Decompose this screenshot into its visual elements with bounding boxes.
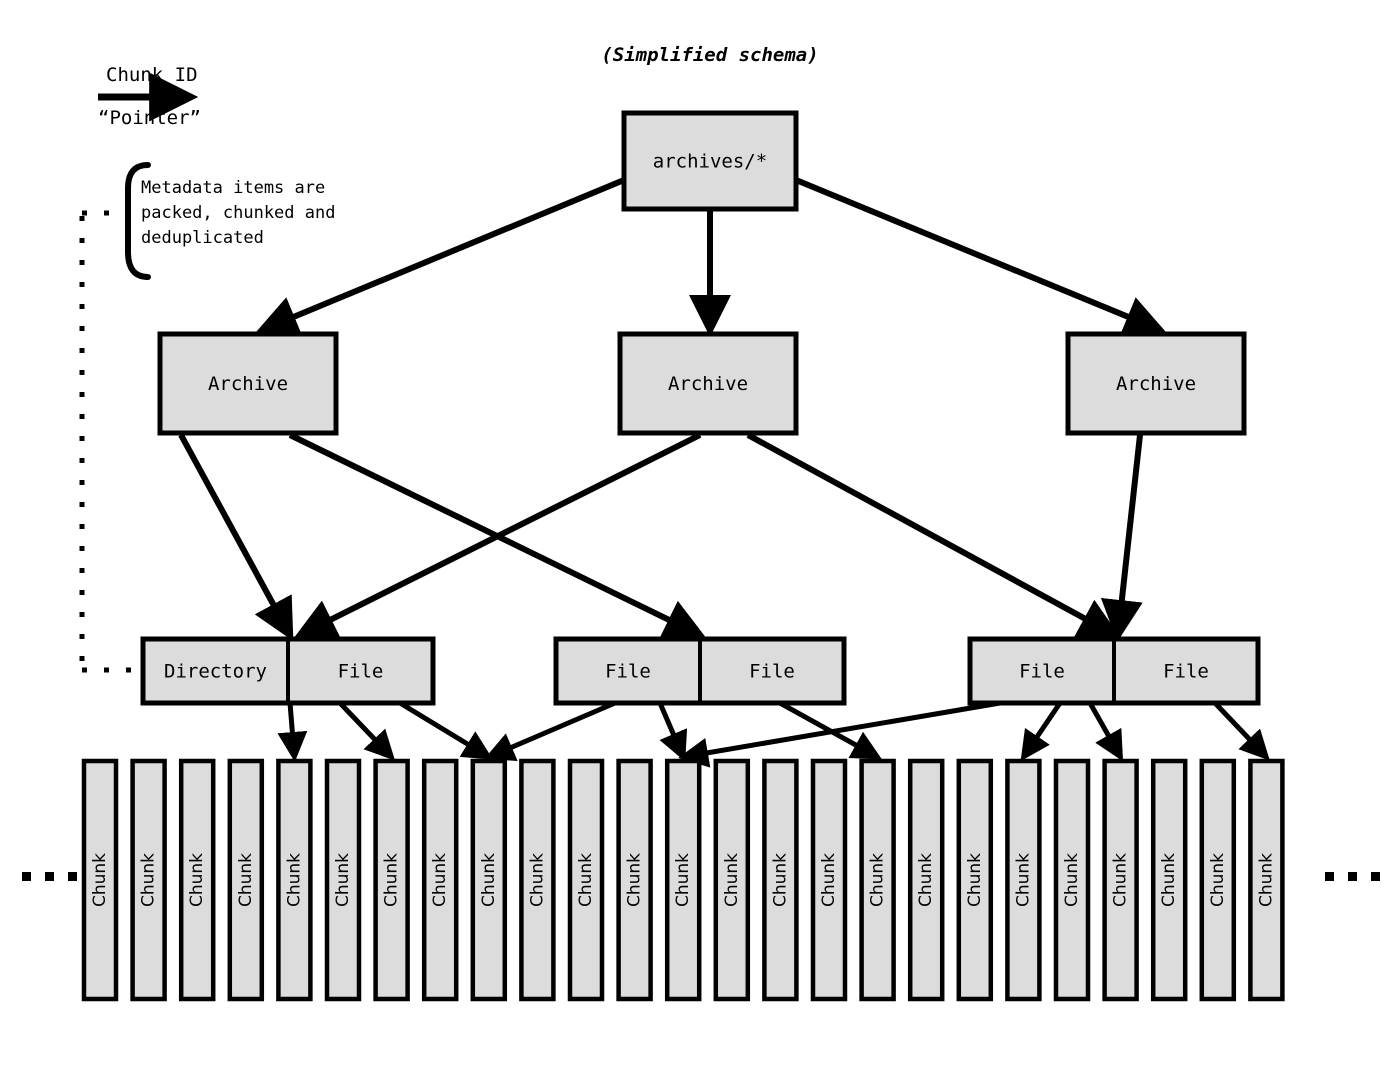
chunk-row-left-ellipsis [22,872,77,881]
chunk-label: Chunk [1208,853,1228,907]
chunk-25: Chunk [1248,758,1285,1002]
group-2: File File [553,636,847,706]
chunk-5: Chunk [276,758,313,1002]
chunks-layer: Chunk Chunk Chunk Chunk Chunk Chunk Chunk Chunk… [22,758,1380,1002]
chunk-20: Chunk [1005,758,1042,1002]
chunk-label: Chunk [1256,853,1276,907]
node-archives-root: archives/* [621,110,799,212]
chunk-14: Chunk [713,758,751,1002]
cell-label-file: File [1019,661,1065,683]
chunk-15: Chunk [762,758,799,1002]
chunk-label: Chunk [916,853,936,907]
node-archive-2-label: Archive [668,373,748,395]
chunk-17: Chunk [859,758,896,1002]
chunk-label: Chunk [868,853,888,907]
chunk-label: Chunk [187,853,207,907]
chunk-label: Chunk [333,853,353,907]
chunk-12: Chunk [616,758,653,1002]
chunk-label: Chunk [965,853,985,907]
node-archive-3-label: Archive [1116,373,1196,395]
chunk-label: Chunk [722,853,742,907]
chunk-24: Chunk [1199,758,1237,1002]
legend-top-label: Chunk ID [106,64,198,86]
chunk-6: Chunk [324,758,362,1002]
chunk-label: Chunk [1013,853,1033,907]
chunk-edge-2 [338,701,396,761]
cell-label-file: File [605,661,651,683]
left-curly-brace-icon [125,162,151,280]
chunk-edge-5 [657,702,688,762]
metadata-note-line3: deduplicated [141,228,264,248]
chunk-label: Chunk [1159,853,1179,907]
chunk-label: Chunk [1111,853,1131,907]
chunk-label: Chunk [90,853,110,907]
metadata-note-line2: packed, chunked and [141,203,336,223]
chunk-label: Chunk [625,853,645,907]
edge-6 [746,432,1122,639]
chunk-2: Chunk [130,758,167,1002]
node-archive-1: Archive [157,331,339,436]
edge-0 [255,177,626,337]
chunk-edge-7 [678,700,1001,768]
chunk-label: Chunk [236,853,256,907]
chunk-label: Chunk [527,853,547,907]
group-1: Directory File [140,636,436,706]
chunk-edge-3 [398,700,494,760]
chunk-4: Chunk [227,758,265,1002]
page-title: (Simplified schema) [601,44,818,66]
chunk-label: Chunk [819,853,839,907]
edge-2 [794,177,1167,337]
node-archive-1-label: Archive [208,373,288,395]
node-archive-3: Archive [1065,331,1247,436]
chunk-label: Chunk [139,853,159,907]
cell-label-file: File [338,661,384,683]
chunk-label: Chunk [284,853,304,907]
chunk-8: Chunk [421,758,459,1002]
chunk-23: Chunk [1150,758,1188,1002]
chunk-3: Chunk [178,758,216,1002]
chunk-13: Chunk [664,758,702,1002]
edge-7 [1100,434,1143,642]
cell-label-file: File [749,661,795,683]
chunk-label: Chunk [1062,853,1082,907]
chunk-1: Chunk [81,758,119,1002]
chunk-10: Chunk [519,758,556,1002]
chunk-edge-9 [1087,701,1124,762]
node-archives-root-label: archives/* [653,151,767,173]
node-archive-2: Archive [617,331,799,436]
chunk-11: Chunk [567,758,605,1002]
chunk-22: Chunk [1102,758,1139,1002]
chunk-18: Chunk [907,758,945,1002]
chunk-label: Chunk [770,853,790,907]
chunk-edge-4 [484,700,616,761]
edges-layer [178,177,1270,768]
chunk-16: Chunk [810,758,848,1002]
metadata-note-line1: Metadata items are [141,178,326,198]
chunk-label: Chunk [479,853,499,907]
chunk-edge-10 [1213,701,1270,761]
cell-label-file: File [1163,661,1209,683]
metadata-note: Metadata items are packed, chunked and d… [141,176,335,251]
chunk-edge-8 [1020,701,1063,762]
cell-label-directory: Directory [164,661,267,683]
nodes-layer: archives/* Archive Archive ArchiveDirectory… [140,110,1261,706]
legend-bottom-label: “Pointer” [98,107,201,129]
group-3: File File [967,636,1261,706]
chunk-9: Chunk [470,758,508,1002]
edge-3 [178,433,294,642]
chunk-21: Chunk [1053,758,1091,1002]
chunk-7: Chunk [373,758,410,1002]
chunk-label: Chunk [430,853,450,907]
chunk-row-right-ellipsis [1325,872,1380,881]
chunk-label: Chunk [382,853,402,907]
chunk-label: Chunk [576,853,596,907]
chunk-edge-1 [277,702,308,762]
edge-5 [293,432,702,639]
chunk-19: Chunk [956,758,994,1002]
chunk-label: Chunk [673,853,693,907]
